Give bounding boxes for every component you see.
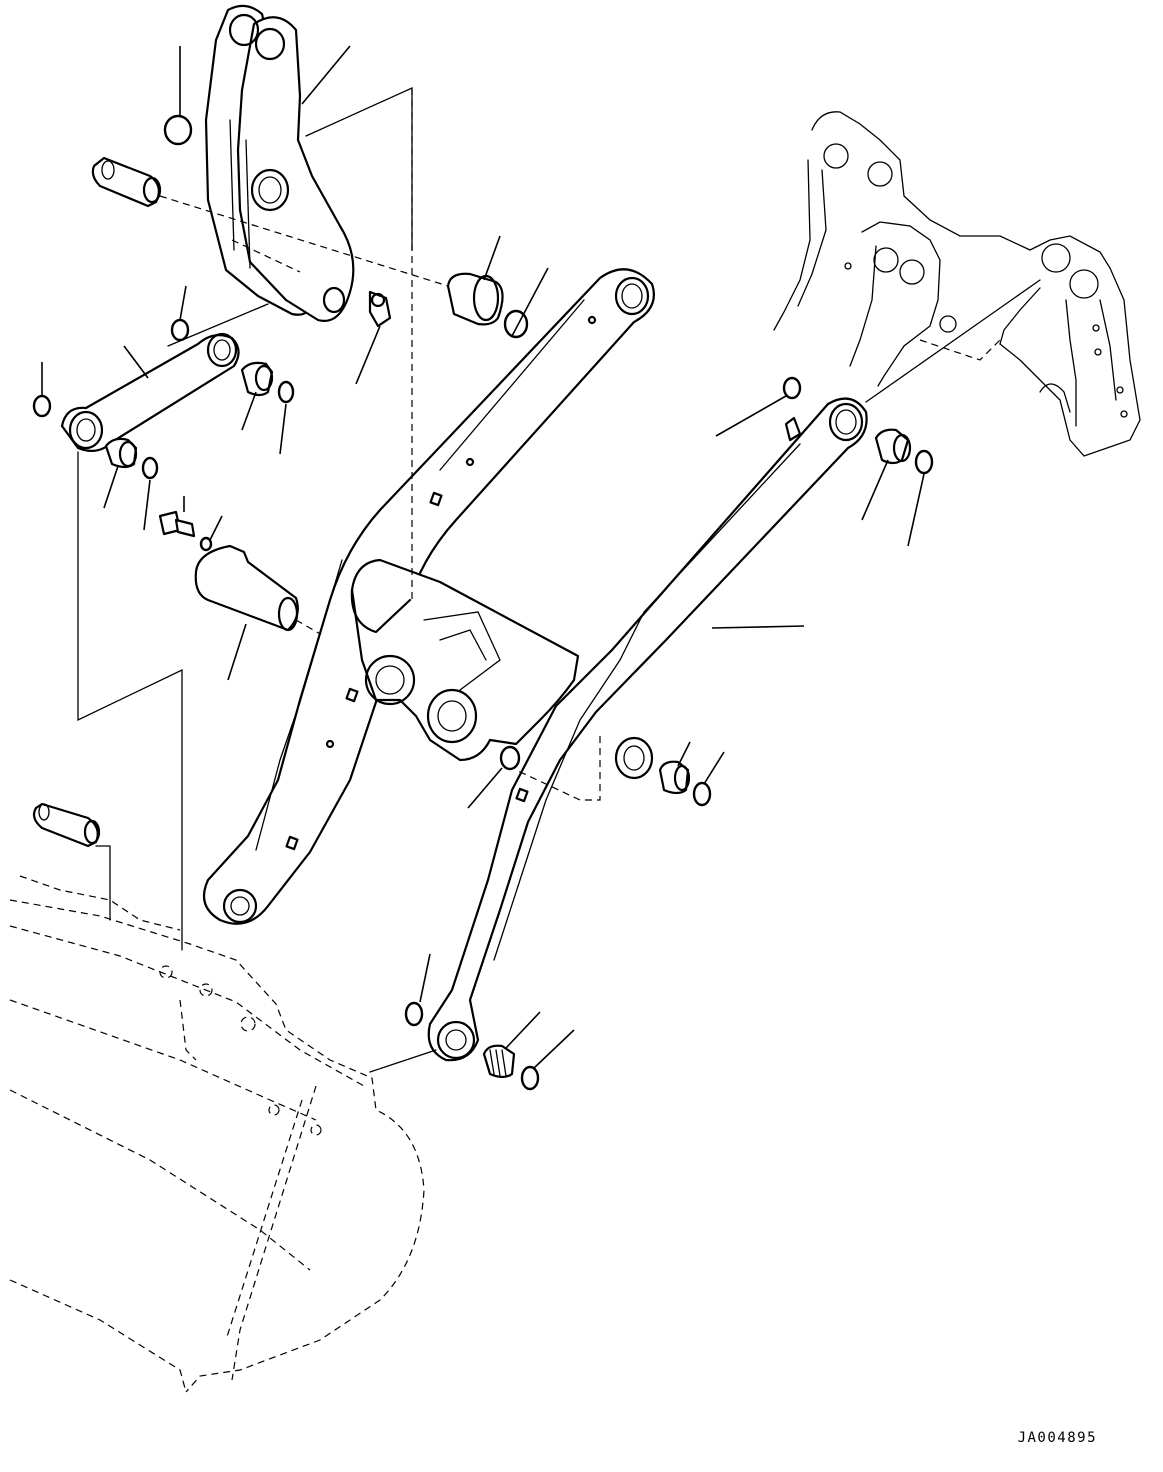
crank-bushing[interactable] <box>446 235 549 339</box>
boom-cross-tube[interactable] <box>345 88 580 762</box>
center-pin[interactable] <box>194 544 377 681</box>
cross-bushing[interactable] <box>515 736 725 807</box>
boom-bushing-right[interactable] <box>715 376 934 547</box>
bucket-link[interactable] <box>60 332 240 453</box>
bell-crank[interactable] <box>204 4 355 322</box>
bucket-pin[interactable] <box>32 802 101 848</box>
boom-right[interactable] <box>427 397 868 1062</box>
bucket-pivot-bushing[interactable] <box>369 953 575 1091</box>
boom-left[interactable] <box>202 268 655 925</box>
bucket <box>9 845 425 1393</box>
link-bushing-lower[interactable] <box>103 437 159 531</box>
link-bushing[interactable] <box>240 361 295 455</box>
o-ring[interactable] <box>163 114 193 146</box>
bolt[interactable] <box>158 496 196 538</box>
front-frame <box>773 111 1141 457</box>
grease-fitting[interactable] <box>355 290 392 385</box>
drawing-id-label: JA004895 <box>1017 1430 1097 1446</box>
upper-pin[interactable] <box>91 156 449 287</box>
washer[interactable] <box>199 515 223 552</box>
